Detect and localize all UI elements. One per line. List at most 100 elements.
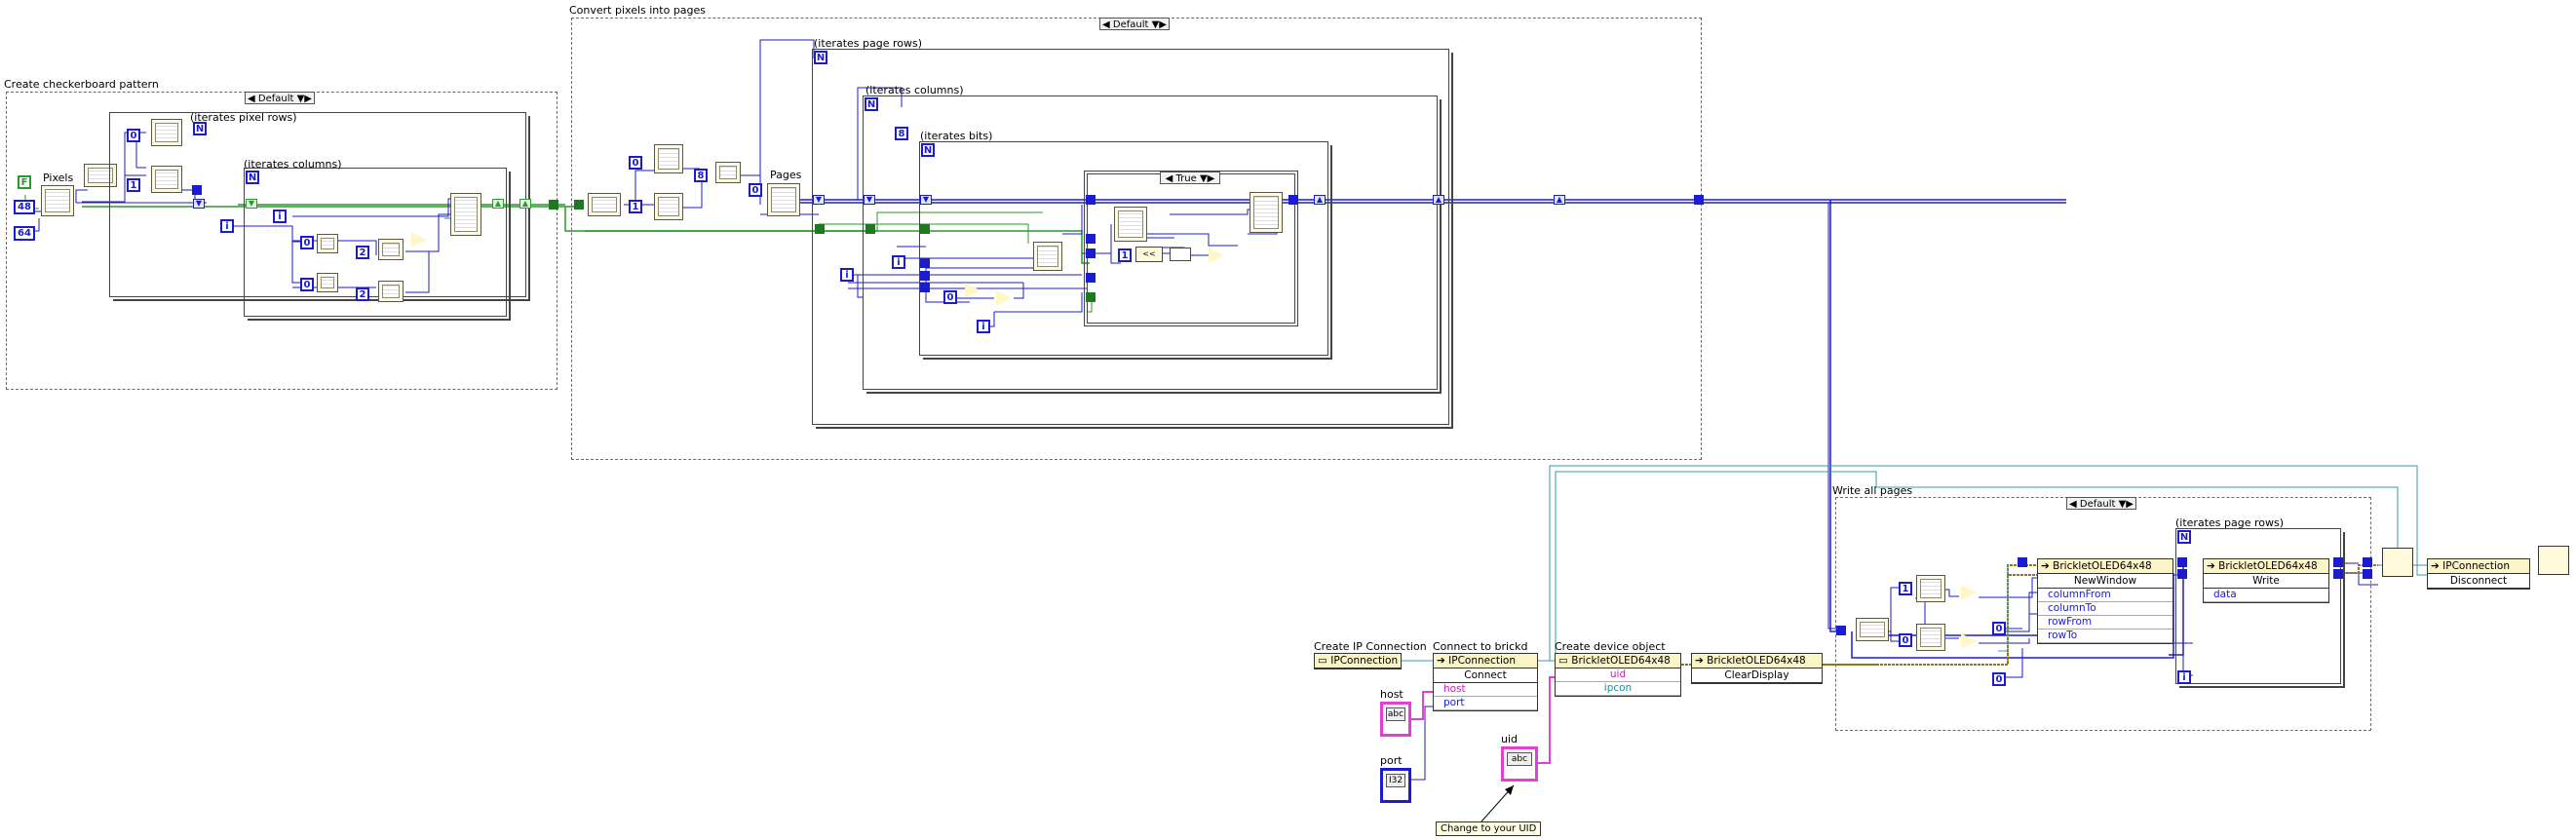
tunnel-case-out bbox=[1288, 195, 1298, 205]
write-invoke[interactable]: ➔ BrickletOLED64x48 Write data bbox=[2203, 558, 2329, 603]
tunnel-case-green bbox=[1086, 292, 1096, 302]
tunnel-write-4 bbox=[2177, 569, 2187, 579]
tunnel-3 bbox=[920, 271, 930, 281]
array-size-node-3[interactable] bbox=[1856, 618, 1889, 641]
case-selector-default-2[interactable]: ◀ Default ▼▶ bbox=[1099, 18, 1170, 30]
index-array-node-2[interactable] bbox=[151, 166, 182, 193]
connect-invoke[interactable]: ➔ IPConnection Connect host port bbox=[1433, 653, 1538, 711]
shift-register-5: ▲ bbox=[1314, 195, 1326, 205]
constant-0-e: 0 bbox=[749, 183, 762, 197]
index-array-node-5[interactable] bbox=[1033, 242, 1062, 271]
multiply-node-1[interactable] bbox=[965, 283, 980, 298]
loop-label-page-rows: (iterates page rows) bbox=[814, 37, 922, 50]
decrement-node-1[interactable] bbox=[1961, 585, 1977, 600]
constant-2-b: 2 bbox=[356, 287, 369, 301]
add-node-1[interactable] bbox=[996, 290, 1012, 306]
section-label-checkerboard: Create checkerboard pattern bbox=[4, 78, 159, 91]
close-reference-node-1[interactable] bbox=[2382, 548, 2413, 577]
pixels-label: Pixels bbox=[43, 172, 74, 184]
shift-register-1: ▼ bbox=[193, 199, 205, 209]
constant-0-c: 0 bbox=[300, 278, 314, 291]
constant-0-i: 0 bbox=[1992, 672, 2006, 686]
host-control[interactable]: abc bbox=[1380, 702, 1411, 737]
loop-label-pixel-rows: (iterates pixel rows) bbox=[190, 111, 297, 124]
section-label-write: Write all pages bbox=[1832, 484, 1913, 497]
for-loop-page-rows-2 bbox=[2175, 528, 2345, 688]
device-constructor[interactable]: ▭ BrickletOLED64x48 uid ipcon bbox=[1555, 653, 1681, 697]
close-reference-node-2[interactable] bbox=[2538, 546, 2569, 575]
shift-register-6: ▲ bbox=[1433, 195, 1444, 205]
tunnel-green-in bbox=[574, 200, 584, 210]
shift-node[interactable]: << bbox=[1135, 247, 1163, 262]
pages-label: Pages bbox=[770, 169, 802, 181]
uid-note: Change to your UID bbox=[1436, 821, 1542, 836]
loop-label-page-rows-2: (iterates page rows) bbox=[2175, 516, 2284, 529]
tunnel-green-2 bbox=[815, 224, 825, 234]
index-array-node-7[interactable] bbox=[1916, 575, 1945, 602]
loop-label-columns-1: (iterates columns) bbox=[244, 158, 342, 171]
tunnel-write-6 bbox=[2333, 569, 2343, 579]
tunnel-2 bbox=[920, 258, 930, 268]
tunnel-case-4 bbox=[1086, 273, 1096, 283]
quotient-node-2[interactable] bbox=[378, 239, 404, 260]
not-equal-node[interactable] bbox=[411, 232, 427, 248]
case-selector-true[interactable]: ◀ True ▼▶ bbox=[1160, 172, 1220, 184]
initialize-array-node[interactable] bbox=[41, 185, 74, 216]
index-array-node-3[interactable] bbox=[654, 144, 683, 173]
tunnel-green-3 bbox=[865, 224, 875, 234]
shift-register-green-2: ▲ bbox=[492, 199, 504, 209]
quotient-node-5[interactable] bbox=[715, 162, 741, 183]
to-u8-node[interactable] bbox=[1170, 248, 1191, 261]
loop-label-bits: (iterates bits) bbox=[920, 130, 993, 142]
for-loop-columns-1 bbox=[244, 168, 511, 321]
replace-array-subset-node[interactable] bbox=[450, 193, 481, 236]
constant-8-a: 8 bbox=[694, 169, 708, 182]
port-label: port bbox=[1380, 754, 1403, 767]
index-array-node-8[interactable] bbox=[1916, 624, 1945, 651]
new-window-invoke[interactable]: ➔ BrickletOLED64x48 NewWindow columnFrom… bbox=[2037, 558, 2173, 644]
constant-1-d: 1 bbox=[1899, 582, 1912, 595]
tunnel-write-3 bbox=[2177, 557, 2187, 567]
shift-register-green-1: ▼ bbox=[246, 199, 257, 209]
constant-8-b: 8 bbox=[895, 127, 908, 140]
tunnel-write-2 bbox=[2018, 557, 2027, 567]
heading-connect: Connect to brickd bbox=[1433, 640, 1528, 653]
tunnel-out-convert bbox=[1694, 195, 1704, 205]
case-selector-default-1[interactable]: ◀ Default ▼▶ bbox=[245, 92, 315, 104]
replace-array-subset-node-2[interactable] bbox=[1250, 192, 1283, 233]
ipconnection-constructor[interactable]: ▭ IPConnection bbox=[1314, 653, 1402, 669]
array-size-node[interactable] bbox=[84, 164, 117, 187]
iteration-terminal-3: i bbox=[840, 268, 854, 282]
constant-1-b: 1 bbox=[629, 200, 642, 213]
tunnel-1 bbox=[192, 185, 202, 195]
index-array-node-6[interactable] bbox=[1114, 207, 1147, 242]
quotient-node-4[interactable] bbox=[378, 281, 404, 302]
index-array-node-1[interactable] bbox=[151, 119, 182, 146]
clear-display-invoke[interactable]: ➔ BrickletOLED64x48 ClearDisplay bbox=[1691, 653, 1823, 684]
initialize-array-node-2[interactable] bbox=[767, 183, 800, 216]
index-array-node-4[interactable] bbox=[654, 193, 683, 220]
case-selector-default-3[interactable]: ◀ Default ▼▶ bbox=[2066, 497, 2136, 510]
quotient-node-1[interactable] bbox=[317, 234, 338, 253]
tunnel-write-out-2 bbox=[2363, 569, 2372, 579]
constant-1-a: 1 bbox=[127, 178, 140, 192]
loop-count-terminal-4: N bbox=[865, 97, 878, 111]
loop-count-terminal-2: N bbox=[246, 171, 259, 184]
tunnel-case-2 bbox=[1086, 234, 1096, 244]
section-label-convert: Convert pixels into pages bbox=[569, 4, 707, 17]
constant-2-a: 2 bbox=[356, 246, 369, 259]
host-label: host bbox=[1380, 688, 1403, 701]
loop-count-terminal-3: N bbox=[814, 51, 827, 64]
array-size-node-2[interactable] bbox=[588, 193, 621, 216]
heading-create-ip: Create IP Connection bbox=[1314, 640, 1427, 653]
decrement-node-2[interactable] bbox=[1961, 633, 1977, 649]
constant-0-g: 0 bbox=[1899, 633, 1912, 647]
quotient-node-3[interactable] bbox=[317, 273, 338, 292]
add-node-2[interactable] bbox=[1209, 248, 1224, 263]
port-control[interactable]: I32 bbox=[1380, 768, 1411, 803]
disconnect-invoke[interactable]: ➔ IPConnection Disconnect bbox=[2427, 558, 2530, 590]
shift-register-green-3: ▲ bbox=[519, 199, 531, 209]
loop-label-columns-2: (iterates columns) bbox=[865, 84, 964, 96]
uid-control[interactable]: abc bbox=[1501, 746, 1538, 782]
